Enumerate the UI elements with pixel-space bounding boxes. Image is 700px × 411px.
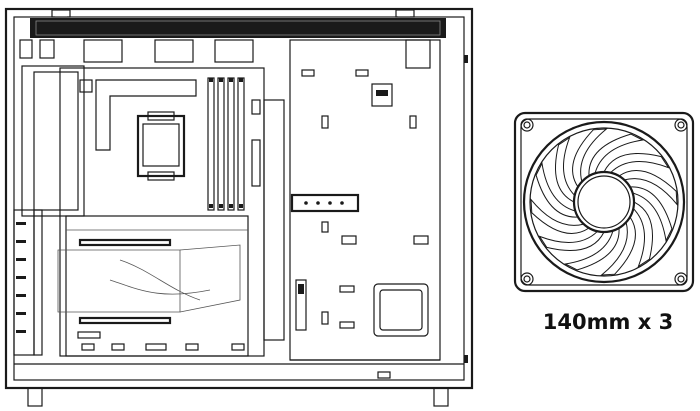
cable-management-strip [263,99,285,341]
chipset-cover [65,215,249,357]
pc-case [4,7,474,407]
fan-blade [530,198,590,234]
fan-blade [618,170,678,206]
top-bracket-clips [19,39,431,69]
fan-caption: 140mm x 3 [542,310,674,334]
case-foot-left [27,387,43,407]
fan-blade [603,153,670,174]
ram-slots [207,77,245,211]
io-shield [33,71,79,211]
top-fan-bar [30,9,446,38]
tray-window [373,283,429,337]
case-outer-frame [4,7,474,390]
atx-24pin [251,139,261,187]
fan-blade [563,227,620,271]
fan-blade [629,186,673,243]
fan-blade [572,128,608,188]
expansion-slots [13,209,43,356]
fan-blade [600,216,636,276]
fan-blades [530,128,678,276]
fan-ring-outer [522,120,686,284]
fan-blade [538,230,605,251]
fan-mounting-corners [520,118,688,286]
ssd-bracket [290,193,360,213]
fan-blade [632,201,653,268]
fan-blade [588,133,645,177]
right-side-slots [464,55,468,363]
fan-140mm [513,111,695,293]
cpu-socket [136,114,186,178]
fan-blade [535,161,579,218]
pcie-slot-1 [78,238,172,247]
fan-hub [572,170,636,234]
fan-frame [513,111,695,293]
case-inner-frame [13,16,465,381]
rear-exhaust-panel [21,65,85,217]
motherboard [57,67,265,357]
case-foot-right [433,387,449,407]
pcie-slot-2 [78,316,172,325]
motherboard-tray [289,39,441,361]
fan-ring-inner [529,127,679,277]
fan-blade [555,136,576,203]
